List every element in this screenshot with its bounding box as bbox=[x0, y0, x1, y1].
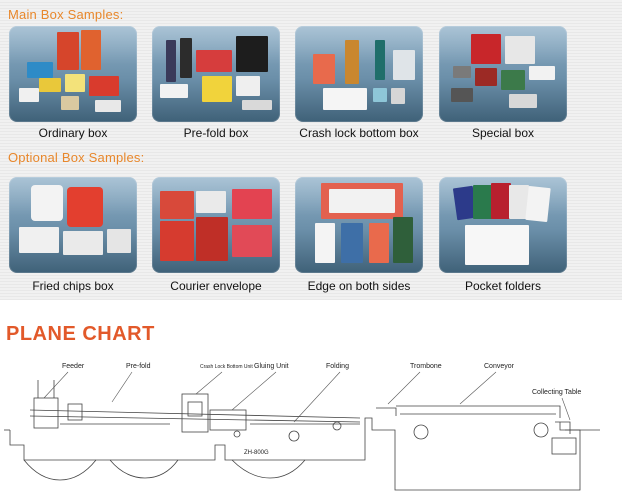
fried-chips-box-image bbox=[9, 177, 137, 273]
main-samples-title: Main Box Samples: bbox=[8, 7, 124, 22]
label-crash-lock-unit: Crash Lock Bottom Unit bbox=[200, 364, 253, 370]
special-box-image bbox=[439, 26, 567, 122]
label-trombone: Trombone bbox=[410, 363, 442, 370]
prefold-box-image bbox=[152, 26, 280, 122]
optional-samples-title: Optional Box Samples: bbox=[8, 150, 145, 165]
courier-envelope-image bbox=[152, 177, 280, 273]
samples-panel: Main Box Samples: bbox=[0, 0, 622, 300]
label-prefold: Pre-fold bbox=[126, 363, 151, 370]
pocket-folders-image bbox=[439, 177, 567, 273]
plane-chart-title: PLANE CHART bbox=[6, 323, 155, 345]
sample-label-fried-chips-box: Fried chips box bbox=[32, 279, 114, 293]
label-conveyor: Conveyor bbox=[484, 363, 515, 370]
plane-chart-diagram: Feeder Pre-fold Crash Lock Bottom Unit G… bbox=[4, 363, 600, 491]
label-model: ZH-800G bbox=[244, 450, 269, 456]
label-folding: Folding bbox=[326, 363, 349, 370]
label-collecting-table: Collecting Table bbox=[532, 389, 581, 396]
ordinary-box-image bbox=[9, 26, 137, 122]
sample-label-crash-lock-bottom-box: Crash lock bottom box bbox=[299, 126, 419, 140]
edge-on-both-sides-image bbox=[295, 177, 423, 273]
sample-label-ordinary-box: Ordinary box bbox=[38, 126, 108, 140]
sample-label-special-box: Special box bbox=[471, 126, 535, 140]
label-feeder: Feeder bbox=[62, 363, 85, 370]
sample-label-prefold-box: Pre-fold box bbox=[183, 126, 249, 140]
sample-label-edge-on-both-sides: Edge on both sides bbox=[307, 279, 411, 293]
sample-label-pocket-folders: Pocket folders bbox=[464, 279, 542, 293]
sample-label-courier-envelope: Courier envelope bbox=[170, 279, 262, 293]
label-gluing-unit: Gluing Unit bbox=[254, 363, 289, 370]
crash-lock-bottom-box-image bbox=[295, 26, 423, 122]
